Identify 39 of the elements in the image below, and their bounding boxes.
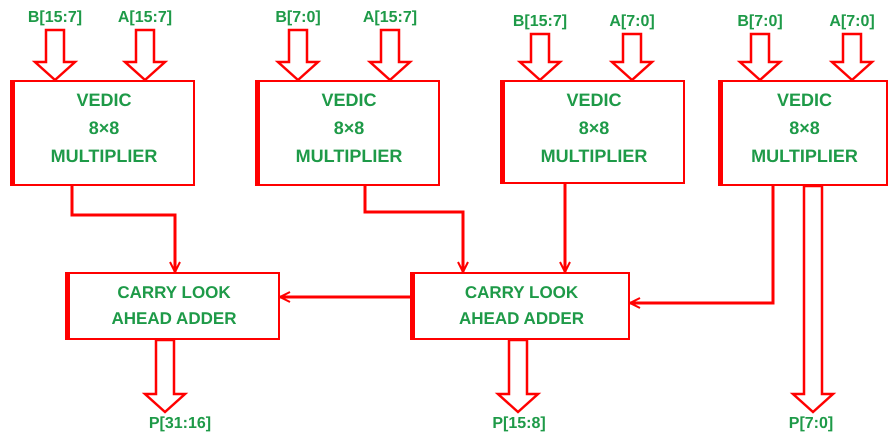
signal-label: P[31:16] (130, 412, 230, 436)
process-box (65, 272, 280, 340)
block-arrow (366, 28, 414, 82)
block-arrow (142, 338, 188, 414)
signal-label: P[7:0] (766, 412, 856, 436)
arrow (70, 186, 181, 273)
block-arrow (608, 32, 656, 82)
block-arrow (122, 28, 168, 82)
signal-label: B[7:0] (253, 6, 343, 30)
process-box (410, 272, 630, 340)
signal-label: A[15:7] (345, 6, 435, 30)
block-arrow (32, 28, 78, 82)
block-arrow (828, 32, 876, 82)
signal-label: A[7:0] (815, 10, 889, 34)
process-box (10, 80, 195, 186)
box-label: CARRY LOOK AHEAD ADDER (110, 282, 238, 330)
block-arrow (274, 28, 322, 82)
process-box (255, 80, 440, 186)
block-arrow (516, 32, 564, 82)
block-arrow (790, 184, 836, 414)
signal-label: A[7:0] (587, 10, 677, 34)
signal-label: B[15:7] (495, 10, 585, 34)
arrow (279, 291, 410, 303)
signal-label: A[15:7] (100, 6, 190, 30)
arrow (629, 186, 774, 309)
box-label: CARRY LOOK AHEAD ADDER (458, 282, 585, 330)
process-box (718, 80, 888, 186)
signal-label: B[7:0] (720, 10, 800, 34)
process-box (500, 80, 685, 184)
box-label: VEDIC 8×8 MULTIPLIER (50, 89, 158, 168)
arrow (559, 184, 571, 273)
block-arrow (736, 32, 784, 82)
box-label: VEDIC 8×8 MULTIPLIER (540, 89, 648, 168)
arrow (364, 186, 469, 273)
box-label: VEDIC 8×8 MULTIPLIER (750, 89, 859, 168)
signal-label: B[15:7] (10, 6, 100, 30)
box-label: VEDIC 8×8 MULTIPLIER (294, 89, 404, 168)
block-arrow (494, 338, 542, 414)
signal-label: P[15:8] (473, 412, 565, 436)
